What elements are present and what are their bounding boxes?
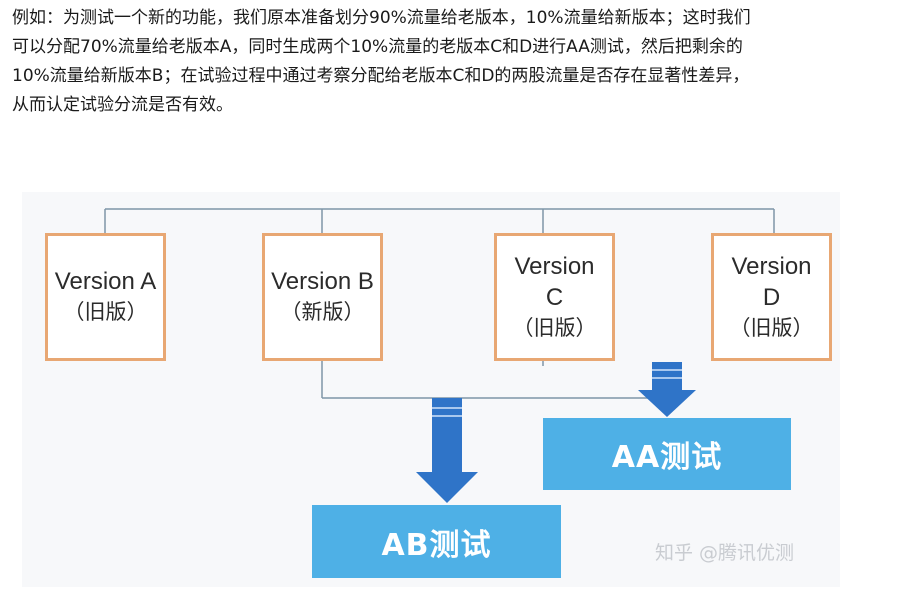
paragraph-line: 从而认定试验分流是否有效。 [12,95,233,115]
version-d-subtitle: （旧版） [729,315,814,340]
watermark: 知乎 @腾讯优测 [655,542,795,564]
version-c-subtitle: （旧版） [512,315,597,340]
version-a-subtitle: （旧版） [63,300,148,324]
paragraph-line: 可以分配70%流量给老版本A，同时生成两个10%流量的老版本C和D进行AA测试，… [12,37,743,57]
version-c-box: Version C （旧版） [494,233,615,361]
description-paragraph: 例如：为测试一个新的功能，我们原本准备划分90%流量给老版本，10%流量给新版本… [12,4,902,120]
paragraph-line: 例如：为测试一个新的功能，我们原本准备划分90%流量给老版本，10%流量给新版本… [12,8,751,28]
version-d-title-line2: D [762,283,781,311]
paragraph-line: 10%流量给新版本B；在试验过程中通过考察分配给老版本C和D的两股流量是否存在显… [12,66,750,86]
ab-test-box: AB测试 [312,505,561,578]
aa-test-box: AA测试 [543,418,791,490]
version-a-box: Version A （旧版） [45,233,166,361]
ab-test-label: AB测试 [381,527,492,563]
version-b-subtitle: （新版） [280,300,365,324]
version-d-title: Version [731,252,812,280]
aa-test-label: AA测试 [611,440,723,475]
version-c-title: Version [514,252,595,280]
down-arrow-icon [416,398,478,503]
version-a-title: Version A [54,268,157,295]
version-b-box: Version B （新版） [262,233,383,361]
down-arrow-icon [638,362,696,417]
version-d-box: Version D （旧版） [711,233,832,361]
version-c-title-line2: C [545,283,564,311]
version-b-title: Version B [271,268,374,295]
